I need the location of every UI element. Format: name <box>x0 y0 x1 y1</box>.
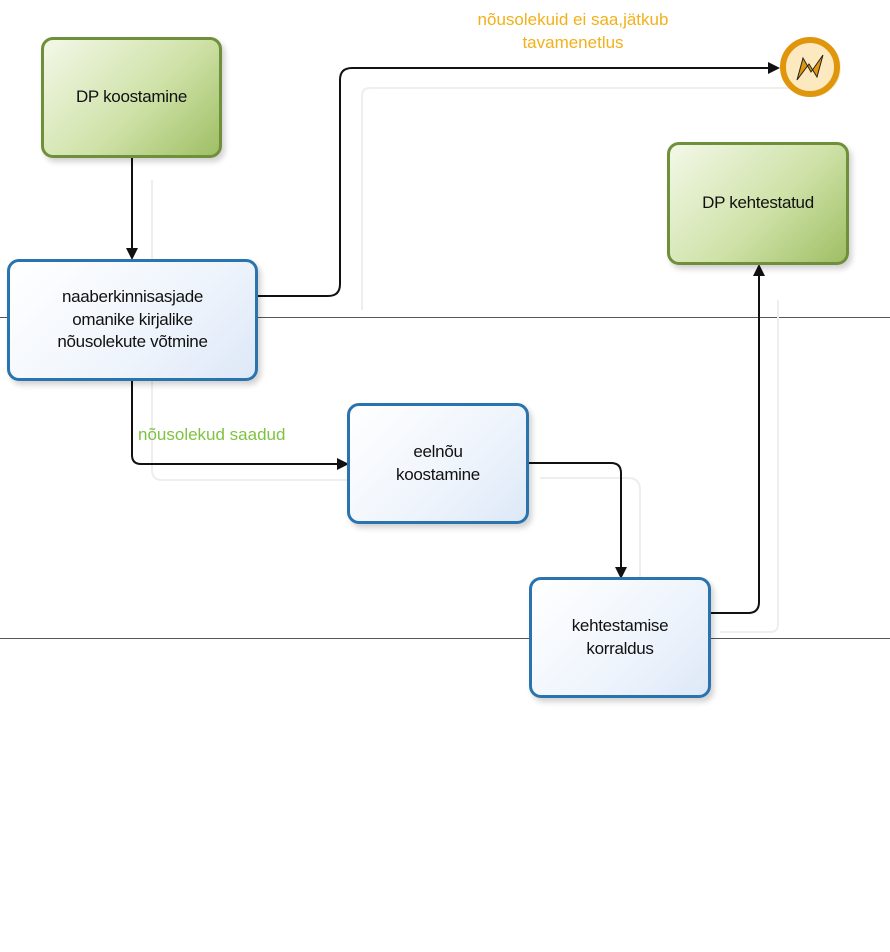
task-kehtestamise-text: kehtestamise korraldus <box>572 615 669 661</box>
flow-naaber-to-eelnou <box>131 381 349 470</box>
flow-label-consent-received-text: nõusolekud saadud <box>138 425 286 444</box>
task-dp-kehtestatud[interactable]: DP kehtestatud <box>667 142 849 265</box>
task-eelnou-koostamine[interactable]: eelnõu koostamine <box>347 403 529 524</box>
task-eelnou-line1: eelnõu <box>413 441 463 461</box>
task-kehtestamise-line1: kehtestamise <box>571 615 669 635</box>
flow-label-no-consent-line1: nõusolekuid ei saa,jätkub <box>477 10 669 29</box>
task-dp-kehtestatud-label: DP kehtestatud <box>702 193 814 213</box>
flow-label-no-consent: nõusolekuid ei saa,jätkub tavamenetlus <box>418 9 728 55</box>
flow-label-consent-received: nõusolekud saadud <box>138 424 338 447</box>
task-naaber-text: naaberkinnisasjade omanike kirjalike nõu… <box>57 286 208 355</box>
flow-naaber-to-end <box>258 62 780 297</box>
flow-eelnou-to-kehtestamise <box>529 462 627 579</box>
task-naaberkinnisasjade[interactable]: naaberkinnisasjade omanike kirjalike nõu… <box>7 259 258 381</box>
task-dp-koostamine-label: DP koostamine <box>75 87 188 107</box>
flow-label-no-consent-line2: tavamenetlus <box>522 32 624 52</box>
task-naaber-line3: nõusolekute võtmine <box>57 332 208 352</box>
task-eelnou-line2: koostamine <box>396 464 480 484</box>
task-kehtestamise-korraldus[interactable]: kehtestamise korraldus <box>529 577 711 698</box>
flow-kehtestamise-to-dpkehtestatud <box>711 264 765 614</box>
task-kehtestamise-line2: korraldus <box>586 638 654 658</box>
task-naaber-line1: naaberkinnisasjade <box>61 286 204 306</box>
lane-divider-bottom <box>0 638 890 639</box>
ghost-lines <box>151 87 790 633</box>
lane-divider-top <box>0 317 890 318</box>
task-dp-koostamine[interactable]: DP koostamine <box>41 37 222 158</box>
task-naaber-line2: omanike kirjalike <box>72 309 193 329</box>
task-eelnou-text: eelnõu koostamine <box>396 441 480 487</box>
